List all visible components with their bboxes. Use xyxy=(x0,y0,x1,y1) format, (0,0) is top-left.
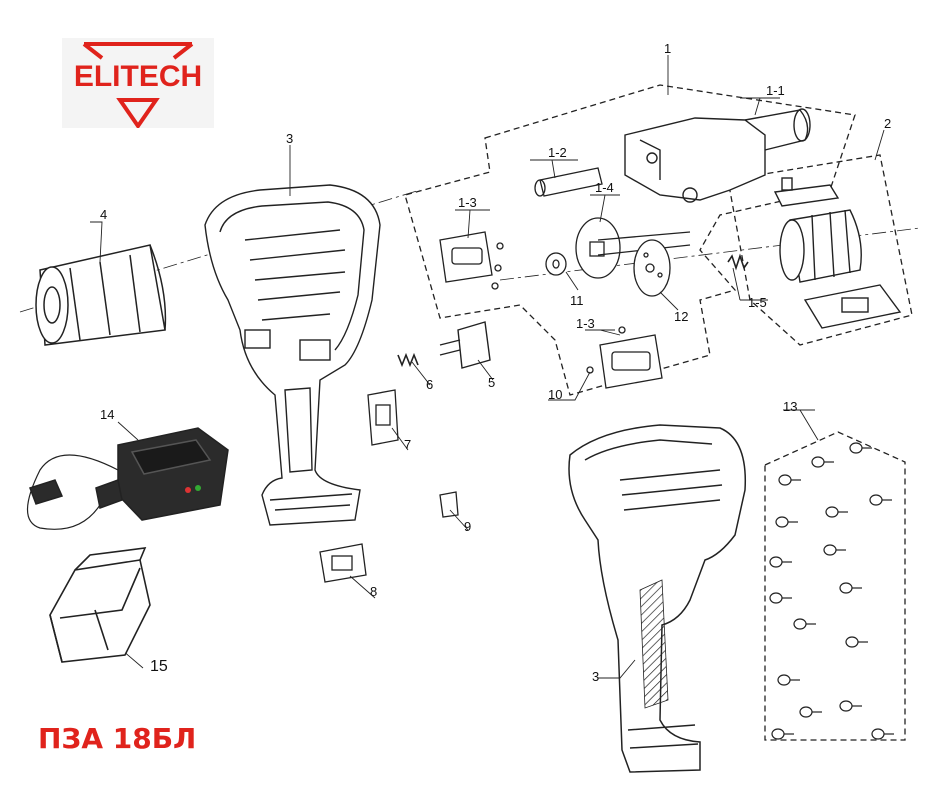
part-13-screws xyxy=(769,442,894,740)
part-11-washer xyxy=(545,252,567,276)
callout-12: 12 xyxy=(674,309,689,324)
callout-1: 1 xyxy=(664,41,672,56)
part-4-cover xyxy=(35,244,167,346)
group-13-outline xyxy=(764,431,906,741)
callout-15: 15 xyxy=(150,658,168,675)
callout-1-3-top: 1-3 xyxy=(458,195,477,210)
callout-1-5: 1-5 xyxy=(748,295,767,310)
part-1-5-spring xyxy=(727,253,749,271)
group-1-outline xyxy=(404,84,856,396)
callout-1-1: 1-1 xyxy=(766,83,785,98)
callout-3-right: 3 xyxy=(592,669,600,684)
callout-7: 7 xyxy=(404,437,412,452)
part-7-switch-module xyxy=(367,389,399,446)
callout-6: 6 xyxy=(426,377,434,392)
part-14-charger xyxy=(27,427,229,530)
part-1-2-spindle xyxy=(534,167,603,197)
callout-3-left: 3 xyxy=(286,131,294,146)
part-3-housing-left xyxy=(204,184,381,526)
callout-4: 4 xyxy=(100,207,108,222)
group-2-outline xyxy=(727,154,913,346)
part-5-switch xyxy=(439,321,491,369)
part-1-1-gearbox xyxy=(624,108,811,203)
brand-logo: ELITECH xyxy=(62,38,214,130)
part-9-clip xyxy=(439,491,459,518)
part-2-motor xyxy=(773,177,902,329)
part-15-battery xyxy=(49,547,151,663)
part-1-3-plate-top xyxy=(439,231,504,290)
part-3-housing-right xyxy=(568,424,747,773)
leader-lines xyxy=(90,55,885,679)
callout-5: 5 xyxy=(488,375,496,390)
callout-14: 14 xyxy=(100,407,115,422)
callout-13: 13 xyxy=(783,399,798,414)
part-1-4-shaft xyxy=(575,217,691,279)
logo-graphic xyxy=(62,38,214,130)
callout-11: 11 xyxy=(570,293,584,308)
part-1-3-plate-bottom xyxy=(586,326,663,389)
model-title: ПЗА 18БЛ xyxy=(38,722,197,755)
part-8-terminal xyxy=(319,543,367,583)
brand-name: ELITECH xyxy=(73,60,203,93)
part-12-disk xyxy=(633,239,671,297)
callout-1-4: 1-4 xyxy=(595,180,614,195)
callout-1-2: 1-2 xyxy=(548,145,567,160)
callout-10: 10 xyxy=(548,387,563,402)
callout-8: 8 xyxy=(370,584,378,599)
callout-2: 2 xyxy=(884,116,892,131)
callout-9: 9 xyxy=(464,519,472,534)
part-6-spring xyxy=(397,352,419,368)
callout-1-3-bottom: 1-3 xyxy=(576,316,595,331)
